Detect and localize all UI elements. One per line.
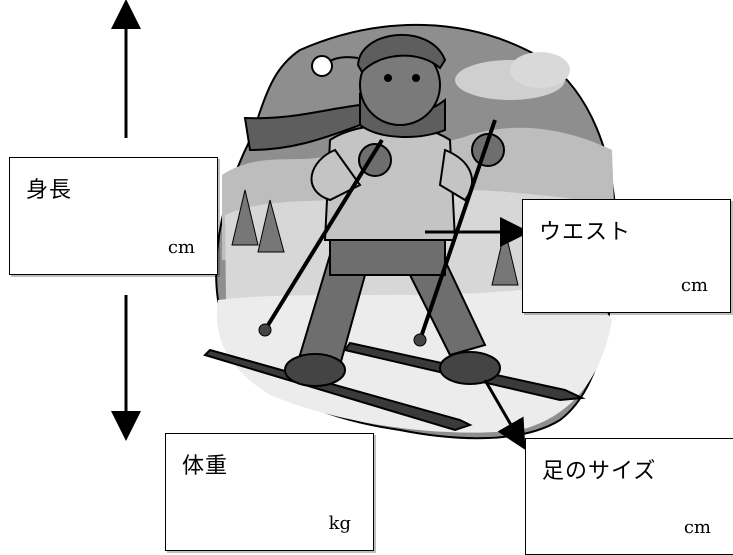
waist-label: ウエスト bbox=[539, 220, 632, 245]
weight-unit: kg bbox=[328, 513, 351, 534]
foot-size-unit: cm bbox=[683, 517, 711, 538]
waist-unit: cm bbox=[680, 275, 708, 296]
weight-label: 体重 bbox=[182, 454, 229, 479]
foot-size-label: 足のサイズ bbox=[542, 459, 657, 484]
height-unit: cm bbox=[167, 237, 195, 258]
height-label: 身長 bbox=[26, 178, 73, 203]
height-field-box: 身長 cm bbox=[9, 157, 218, 275]
weight-field-box: 体重 kg bbox=[165, 433, 374, 551]
foot-size-field-box: 足のサイズ cm bbox=[525, 438, 733, 555]
foot-pointer-arrow bbox=[483, 379, 526, 450]
waist-field-box: ウエスト cm bbox=[522, 199, 731, 313]
